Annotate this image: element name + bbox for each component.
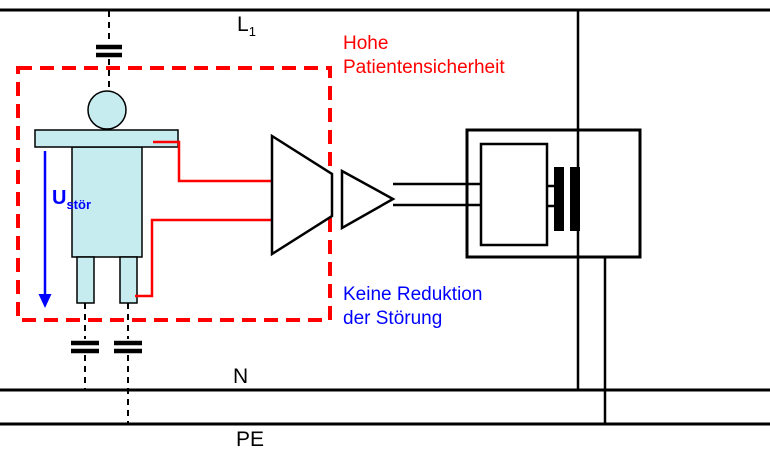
ustoer-label: Ustör: [52, 187, 91, 212]
mains-connector-bar1: [554, 167, 564, 231]
disturbance-annotation-line1: Keine Reduktion: [343, 284, 483, 305]
patient-area-boundary: [16, 66, 332, 322]
safety-annotation: Hohe Patientensicherheit: [343, 32, 505, 81]
electrode-lead-lower: [135, 218, 272, 298]
disturbance-annotation-line2: der Störung: [343, 308, 443, 330]
l1-rail-label: L1: [237, 13, 256, 39]
ustoer-arrow-head: [38, 294, 52, 308]
patient-head: [87, 90, 127, 130]
patient-right-leg: [119, 256, 138, 304]
patient-left-leg: [76, 256, 95, 304]
l1-rail-label-sub: 1: [248, 24, 256, 40]
disturbance-annotation: Keine Reduktion der Störung: [343, 283, 482, 332]
ustoer-label-main: U: [52, 187, 67, 209]
patient-table: [34, 129, 179, 148]
device-module-box: [479, 142, 549, 247]
ustoer-label-sub: stör: [66, 197, 92, 212]
pe-rail-label: PE: [236, 428, 265, 451]
amplifier-triangle: [340, 168, 396, 231]
electrode-lead-upper: [153, 140, 272, 183]
l1-rail-label-main: L: [237, 13, 249, 36]
safety-annotation-line2: Patientensicherheit: [343, 57, 505, 79]
input-horn-shape: [270, 133, 334, 257]
n-rail-label: N: [233, 365, 249, 388]
mains-connector-bar2: [570, 167, 580, 231]
patient-torso: [71, 146, 143, 258]
safety-annotation-line1: Hohe: [343, 33, 389, 54]
